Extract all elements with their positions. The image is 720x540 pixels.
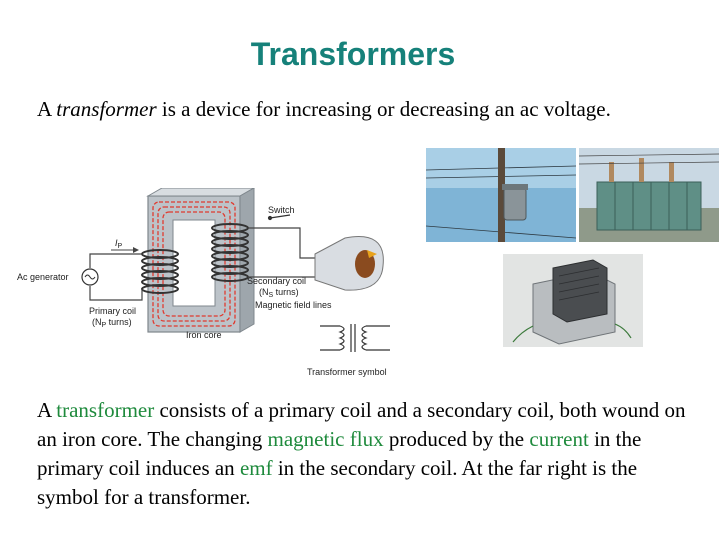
light-bulb-icon (314, 236, 384, 291)
substation-transformer-photo (579, 148, 719, 242)
secondary-coil-shape (211, 223, 249, 282)
slide-title: Transformers (250, 36, 456, 72)
switch-label: Switch (268, 205, 295, 215)
primary-coil-shape (141, 249, 179, 294)
body-text-1: A (37, 398, 57, 422)
ac-generator-icon (81, 268, 99, 286)
primary-coil-label: Primary coil (89, 306, 136, 316)
field-lines-label: Magnetic field lines (255, 300, 332, 310)
primary-wires (89, 253, 143, 301)
intro-rest: is a device for increasing or decreasing… (156, 97, 611, 121)
term-transformer: transformer (56, 398, 155, 422)
term-emf: emf (239, 456, 273, 480)
transformer-symbol-label: Transformer symbol (307, 367, 387, 377)
term-current: current (529, 427, 589, 451)
secondary-turns-label: (NS turns) (259, 287, 299, 299)
body-text-4: in the primary coil induces an (37, 427, 642, 480)
body-text-5: in the secondary coil. At the far right … (37, 456, 638, 509)
primary-turns-label: (NP turns) (92, 317, 132, 329)
secondary-wires (248, 227, 320, 278)
transformer-diagram: Switch Ac generator IP Primary coil (NP … (17, 188, 390, 377)
secondary-coil-label: Secondary coil (247, 276, 306, 286)
body-text-3: produced by the (383, 427, 530, 451)
iron-core-label: Iron core (186, 330, 222, 340)
intro-prefix: A (37, 97, 57, 121)
ac-generator-label: Ac generator (17, 272, 69, 282)
body-paragraph: A transformer consists of a primary coil… (37, 396, 697, 512)
intro-paragraph: A transformer is a device for increasing… (37, 95, 677, 124)
body-text-2: consists of a primary coil and a seconda… (37, 398, 686, 451)
term-magnetic-flux: magnetic flux (267, 427, 384, 451)
switch-icon (267, 214, 291, 221)
pole-transformer-photo (426, 148, 576, 242)
small-transformer-photo (503, 254, 643, 347)
transformer-symbol-icon (320, 324, 390, 352)
current-arrow-icon (111, 247, 139, 253)
current-label: IP (115, 238, 123, 250)
intro-term: transformer (56, 97, 157, 121)
